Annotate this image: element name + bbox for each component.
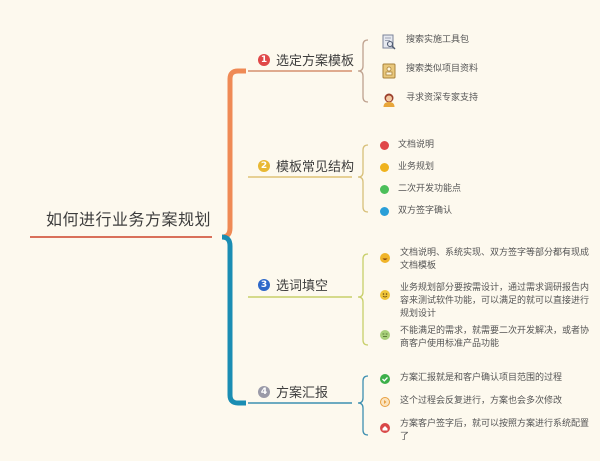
lower-main-bracket [221, 234, 246, 406]
branch-4-brace [357, 375, 369, 436]
leaf-text: 业务规划部分要按需设计，通过需求调研报告内容来测试软件功能，可以满足的就可以直接… [400, 283, 590, 319]
leaf-text: 双方签字确认 [398, 206, 453, 216]
branch-1-item-3[interactable]: 寻求资深专家支持 [382, 92, 478, 108]
leaf-text: 搜索类似项目资料 [406, 64, 479, 74]
smile-emoji-icon [380, 253, 390, 263]
home-circle-icon [380, 423, 390, 433]
branch-1-item-1[interactable]: 搜索实施工具包 [382, 34, 469, 50]
leaf-text: 方案汇报就是和客户确认项目范围的过程 [400, 373, 563, 383]
expert-person-icon [383, 93, 395, 107]
branch-1-brace [357, 39, 369, 103]
branch-2-brace [357, 144, 369, 213]
branch-1-label: 选定方案模板 [276, 54, 355, 69]
branch-4-item-1[interactable]: 方案汇报就是和客户确认项目范围的过程 [380, 372, 590, 385]
number-3-badge: 3 [258, 278, 270, 291]
root-topic[interactable]: 如何进行业务方案规划 [46, 210, 212, 229]
leaf-text: 这个过程会反复进行，方案也会多次修改 [400, 396, 563, 406]
leaf-text: 业务规划 [398, 162, 435, 172]
grin-emoji-icon [380, 290, 390, 300]
branch-3-item-2[interactable]: 业务规划部分要按需设计，通过需求调研报告内容来测试软件功能，可以满足的就可以直接… [380, 282, 590, 321]
branch-3-item-3[interactable]: 不能满足的需求，就需要二次开发解决，或者协商客户使用标准产品功能 [380, 325, 590, 351]
neutral-emoji-icon [380, 330, 390, 340]
branch-3-topic[interactable]: 3 选词填空 [258, 275, 328, 294]
leaf-text: 文档说明、系统实现、双方签字等部分都有现成文档模板 [400, 248, 590, 271]
branch-4-topic[interactable]: 4 方案汇报 [258, 382, 328, 401]
branch-3-brace [357, 253, 369, 346]
number-4-badge: 4 [258, 385, 270, 398]
leaf-text: 寻求资深专家支持 [406, 93, 479, 103]
contact-card-icon [382, 63, 396, 79]
document-search-icon [382, 34, 396, 50]
green-dot-icon [380, 185, 389, 194]
branch-1-topic[interactable]: 1 选定方案模板 [258, 50, 354, 69]
branch-4-label: 方案汇报 [276, 386, 329, 401]
branch-2-item-4[interactable]: 双方签字确认 [380, 205, 452, 218]
branch-2-label: 模板常见结构 [276, 160, 355, 175]
branch-2-item-1[interactable]: 文档说明 [380, 139, 434, 152]
branch-1-item-2[interactable]: 搜索类似项目资料 [382, 63, 478, 79]
branch-4-item-2[interactable]: 这个过程会反复进行，方案也会多次修改 [380, 395, 590, 408]
leaf-text: 二次开发功能点 [398, 184, 462, 194]
branch-2-topic[interactable]: 2 模板常见结构 [258, 156, 354, 175]
number-2-badge: 2 [258, 159, 270, 172]
branch-4-item-3[interactable]: 方案客户签字后，就可以按照方案进行系统配置了 [380, 418, 590, 444]
leaf-text: 不能满足的需求，就需要二次开发解决，或者协商客户使用标准产品功能 [400, 326, 590, 349]
leaf-text: 文档说明 [398, 140, 435, 150]
branch-3-label: 选词填空 [276, 279, 329, 294]
branch-2-item-3[interactable]: 二次开发功能点 [380, 183, 461, 196]
upper-main-bracket [221, 68, 246, 240]
branch-3-item-1[interactable]: 文档说明、系统实现、双方签字等部分都有现成文档模板 [380, 247, 590, 273]
branch-2-item-2[interactable]: 业务规划 [380, 161, 434, 174]
repeat-circle-icon [380, 397, 390, 407]
blue-dot-icon [380, 207, 389, 216]
root-underline [30, 236, 212, 238]
red-dot-icon [380, 141, 389, 150]
check-circle-icon [380, 374, 390, 384]
leaf-text: 搜索实施工具包 [406, 35, 470, 45]
number-1-badge: 1 [258, 53, 270, 66]
leaf-text: 方案客户签字后，就可以按照方案进行系统配置了 [400, 419, 590, 442]
yellow-dot-icon [380, 163, 389, 172]
